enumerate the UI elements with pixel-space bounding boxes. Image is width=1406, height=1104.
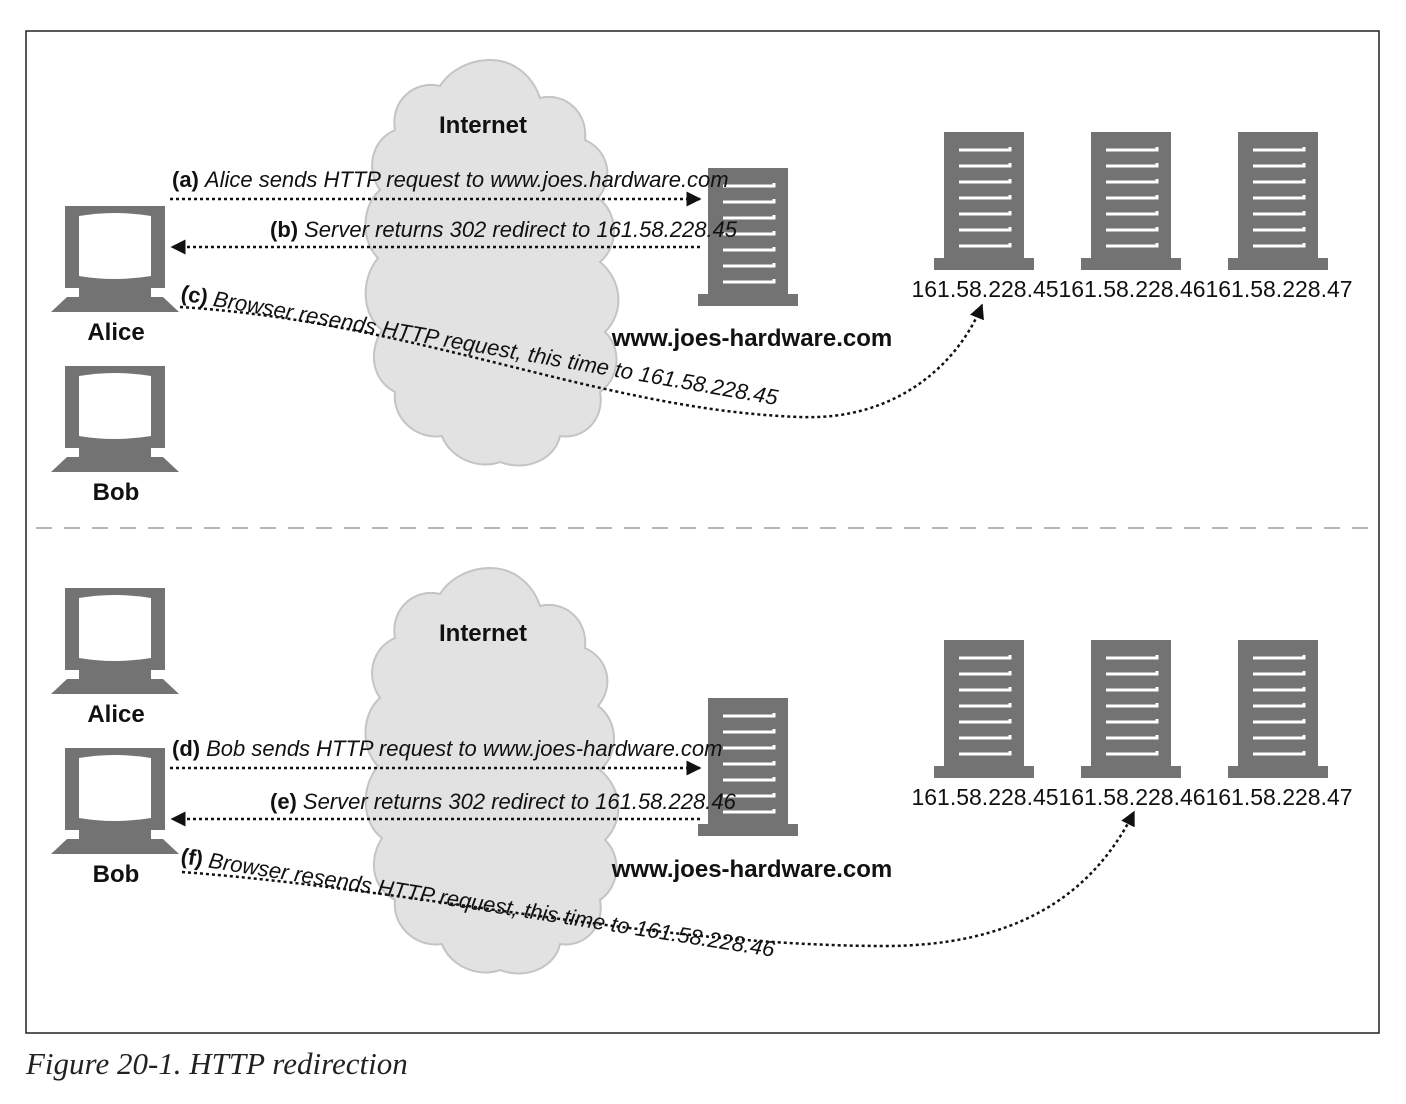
- http-redirection-diagram: Internet Alice Bob www.joes-hardware.com…: [25, 30, 1380, 1034]
- server-tower-icon: [932, 638, 1036, 780]
- server-tower-icon: [932, 130, 1036, 272]
- server-label: www.joes-hardware.com: [611, 856, 893, 883]
- step-letter: (a): [172, 167, 199, 192]
- replica-ip: 161.58.228.46: [1058, 276, 1205, 302]
- monitor-icon: [51, 366, 179, 472]
- monitor-icon: [51, 206, 179, 312]
- step-letter: (d): [172, 736, 200, 761]
- step-d-label: (d)Bob sends HTTP request to www.joes-ha…: [172, 736, 723, 761]
- cloud-label: Internet: [439, 620, 527, 647]
- step-letter: (e): [270, 789, 297, 814]
- replica-ip: 161.58.228.47: [1205, 276, 1352, 302]
- step-letter: (f): [179, 843, 205, 871]
- replica-ip: 161.58.228.46: [1058, 784, 1205, 810]
- step-e-label: (e)Server returns 302 redirect to 161.58…: [270, 789, 737, 814]
- step-letter: (c): [179, 280, 210, 309]
- step-b-label: (b)Server returns 302 redirect to 161.58…: [270, 217, 738, 242]
- client-label-bob: Bob: [93, 861, 140, 888]
- arrow-resend: [179, 303, 984, 419]
- step-letter: (b): [270, 217, 298, 242]
- server-label: www.joes-hardware.com: [611, 325, 893, 352]
- server-tower-icon: [1226, 638, 1330, 780]
- arrow-resend: [181, 810, 1136, 948]
- server-tower-icon: [1226, 130, 1330, 272]
- server-tower-icon: [1079, 638, 1183, 780]
- client-label-alice: Alice: [87, 319, 144, 346]
- step-a-label: (a)Alice sends HTTP request to www.joes.…: [172, 167, 729, 192]
- figure-frame: [25, 30, 1380, 1034]
- step-text: Bob sends HTTP request to www.joes-hardw…: [206, 736, 722, 761]
- step-text: Server returns 302 redirect to 161.58.22…: [304, 217, 738, 242]
- figure-caption: Figure 20-1. HTTP redirection: [26, 1046, 408, 1081]
- panel-bottom: Internet Alice Bob www.joes-hardware.com…: [51, 567, 1353, 975]
- step-text: Server returns 302 redirect to 161.58.22…: [303, 789, 737, 814]
- replica-ip: 161.58.228.47: [1205, 784, 1352, 810]
- server-tower-icon: [696, 696, 800, 838]
- cloud-label: Internet: [439, 112, 527, 139]
- client-label-bob: Bob: [93, 479, 140, 506]
- step-text: Alice sends HTTP request to www.joes.har…: [203, 167, 729, 192]
- monitor-icon: [51, 748, 179, 854]
- monitor-icon: [51, 588, 179, 694]
- replica-ip: 161.58.228.45: [911, 784, 1058, 810]
- replica-ip: 161.58.228.45: [911, 276, 1058, 302]
- server-tower-icon: [1079, 130, 1183, 272]
- panel-top: Internet Alice Bob www.joes-hardware.com…: [51, 59, 1353, 506]
- client-label-alice: Alice: [87, 701, 144, 728]
